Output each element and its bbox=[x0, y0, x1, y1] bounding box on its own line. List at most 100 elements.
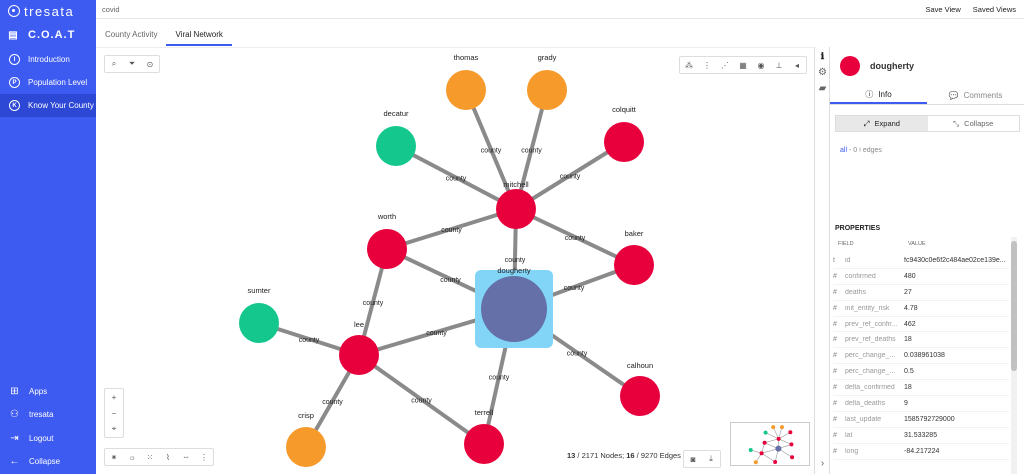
radial-layout-icon[interactable]: ☼ bbox=[123, 449, 141, 465]
minimap[interactable] bbox=[730, 422, 810, 466]
settings-gear-icon[interactable]: ⚙ bbox=[817, 67, 828, 78]
save-view-button[interactable]: Save View bbox=[925, 5, 960, 14]
node-dougherty[interactable] bbox=[481, 276, 547, 342]
node-decatur[interactable] bbox=[376, 126, 416, 166]
bottom-nav-collapse[interactable]: ←Collapse bbox=[0, 451, 96, 471]
tab-county-activity[interactable]: County Activity bbox=[96, 26, 166, 46]
node-name: dougherty bbox=[870, 61, 914, 71]
sidebar-toggle-icon[interactable]: ◂ bbox=[788, 57, 806, 73]
node-label-sumter: sumter bbox=[248, 286, 271, 295]
collapse-button[interactable]: ⤡ Collapse bbox=[928, 116, 1020, 131]
bottom-nav-tresata[interactable]: ⚇tresata bbox=[0, 404, 96, 424]
camera-icon[interactable]: ◙ bbox=[684, 451, 702, 467]
tab-info-label: Info bbox=[878, 90, 891, 99]
property-value: 0.038961038 bbox=[904, 352, 1008, 359]
brand-logo[interactable]: tresata bbox=[8, 4, 74, 18]
property-value: 31.533285 bbox=[904, 432, 1008, 439]
zoom-in-icon[interactable]: + bbox=[105, 389, 123, 405]
edges-label: Edges bbox=[660, 451, 681, 460]
tresata-logo-icon bbox=[8, 5, 20, 17]
edge-filter-all[interactable]: all bbox=[840, 147, 847, 154]
breadcrumb[interactable]: covid bbox=[102, 5, 120, 14]
node-grady[interactable] bbox=[527, 70, 567, 110]
app-title[interactable]: ▤ C.O.A.T bbox=[8, 28, 75, 42]
property-field: deaths bbox=[845, 289, 904, 296]
zoom-search-icon[interactable]: ⊙ bbox=[141, 56, 159, 72]
property-field: init_entity_risk bbox=[845, 305, 904, 312]
node-crisp[interactable] bbox=[286, 427, 326, 467]
minimap-edge bbox=[779, 439, 792, 445]
fit-view-icon[interactable]: ⌖ bbox=[105, 421, 123, 437]
search-icon[interactable]: ⌕ bbox=[105, 56, 123, 72]
node-lee[interactable] bbox=[339, 335, 379, 375]
download-icon[interactable]: ⤓ bbox=[702, 451, 720, 467]
properties-scrollbar[interactable] bbox=[1011, 237, 1017, 474]
bottom-nav-logout[interactable]: ⇥Logout bbox=[0, 428, 96, 448]
grid-layout-icon[interactable]: ⁙ bbox=[141, 449, 159, 465]
properties-title: PROPERTIES bbox=[835, 225, 880, 232]
hierarchy-icon[interactable]: ⋮ bbox=[698, 57, 716, 73]
clipboard-icon: ▤ bbox=[8, 30, 19, 41]
force-layout-icon[interactable]: ⁕ bbox=[105, 449, 123, 465]
tab-info[interactable]: ⓘ Info bbox=[830, 86, 927, 104]
tab-viral-network[interactable]: Viral Network bbox=[166, 26, 231, 46]
property-row[interactable]: #prev_ref_confir...462 bbox=[833, 317, 1009, 333]
zoom-out-icon[interactable]: − bbox=[105, 405, 123, 421]
node-calhoun[interactable] bbox=[620, 376, 660, 416]
tree-layout-icon[interactable]: ⌇ bbox=[159, 449, 177, 465]
node-worth[interactable] bbox=[367, 229, 407, 269]
network-icon[interactable]: ⋰ bbox=[716, 57, 734, 73]
expand-button[interactable]: ⤢ Expand bbox=[836, 116, 928, 131]
info-icon[interactable]: ℹ bbox=[817, 51, 828, 62]
comment-icon[interactable]: ▰ bbox=[817, 83, 828, 94]
pin-icon[interactable]: ⊥ bbox=[770, 57, 788, 73]
node-colquitt[interactable] bbox=[604, 122, 644, 162]
property-value: 462 bbox=[904, 321, 1008, 328]
visibility-icon[interactable]: ◉ bbox=[752, 57, 770, 73]
edge-label: county bbox=[521, 148, 542, 155]
node-thomas[interactable] bbox=[446, 70, 486, 110]
property-field: long bbox=[845, 448, 904, 455]
property-field: perc_change_... bbox=[845, 352, 904, 359]
bottom-nav-label: Collapse bbox=[29, 457, 60, 466]
layout-icon[interactable]: ⁂ bbox=[680, 57, 698, 73]
node-sumter[interactable] bbox=[239, 303, 279, 343]
more-options-icon[interactable]: ⋮ bbox=[195, 449, 213, 465]
property-row[interactable]: #long-84.217224 bbox=[833, 444, 1009, 460]
bottom-nav-apps[interactable]: ⊞Apps bbox=[0, 381, 96, 401]
node-label-calhoun: calhoun bbox=[627, 361, 653, 370]
filter-icon[interactable]: ⏷ bbox=[123, 56, 141, 72]
property-row[interactable]: #perc_change_...0.038961038 bbox=[833, 348, 1009, 364]
zoom-controls: + − ⌖ bbox=[104, 388, 124, 438]
minimap-node bbox=[749, 448, 753, 452]
saved-views-button[interactable]: Saved Views bbox=[973, 5, 1016, 14]
chevron-right-icon[interactable]: › bbox=[817, 458, 828, 469]
node-baker[interactable] bbox=[614, 245, 654, 285]
linear-layout-icon[interactable]: ┄ bbox=[177, 449, 195, 465]
property-value: 9 bbox=[904, 400, 1008, 407]
node-terrell[interactable] bbox=[464, 424, 504, 464]
graph-status: 13 / 2171 Nodes; 16 / 9270 Edges bbox=[567, 451, 681, 460]
property-row[interactable]: #perc_change_...0.5 bbox=[833, 364, 1009, 380]
export-toolbar: ◙ ⤓ bbox=[683, 450, 721, 468]
tab-comments[interactable]: 💬 Comments bbox=[927, 86, 1024, 104]
node-mitchell[interactable] bbox=[496, 189, 536, 229]
speech-bubble-icon: 💬 bbox=[949, 91, 959, 100]
table-icon[interactable]: ▦ bbox=[734, 57, 752, 73]
scrollbar-thumb[interactable] bbox=[1011, 241, 1017, 371]
app-name: C.O.A.T bbox=[28, 29, 75, 41]
